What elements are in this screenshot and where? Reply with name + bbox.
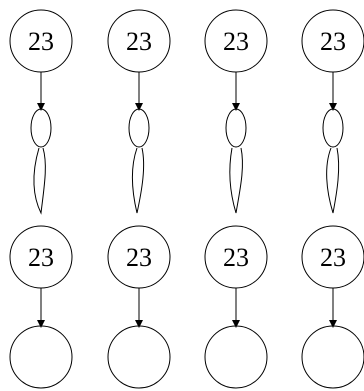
head-shape-1 xyxy=(31,109,51,147)
head-shape-2 xyxy=(129,109,149,147)
column-3: 23 23 xyxy=(205,10,267,388)
empty-node-4 xyxy=(302,326,364,388)
empty-node-2 xyxy=(108,326,170,388)
tail-shape-3 xyxy=(230,148,243,213)
top-node-4-label: 23 xyxy=(320,27,346,56)
bottom-node-4-label: 23 xyxy=(320,243,346,272)
head-shape-3 xyxy=(226,109,246,147)
column-4: 23 23 xyxy=(302,10,364,388)
top-node-2-label: 23 xyxy=(126,27,152,56)
bottom-node-3-label: 23 xyxy=(223,243,249,272)
head-shape-4 xyxy=(323,109,343,147)
column-1: 23 23 xyxy=(10,10,72,388)
tail-shape-1 xyxy=(34,148,45,213)
tail-shape-2 xyxy=(132,148,143,213)
bottom-node-1-label: 23 xyxy=(28,243,54,272)
column-2: 23 23 xyxy=(108,10,170,388)
tail-shape-4 xyxy=(327,148,339,213)
bottom-node-2-label: 23 xyxy=(126,243,152,272)
empty-node-3 xyxy=(205,326,267,388)
empty-node-1 xyxy=(10,326,72,388)
top-node-3-label: 23 xyxy=(223,27,249,56)
top-node-1-label: 23 xyxy=(28,27,54,56)
